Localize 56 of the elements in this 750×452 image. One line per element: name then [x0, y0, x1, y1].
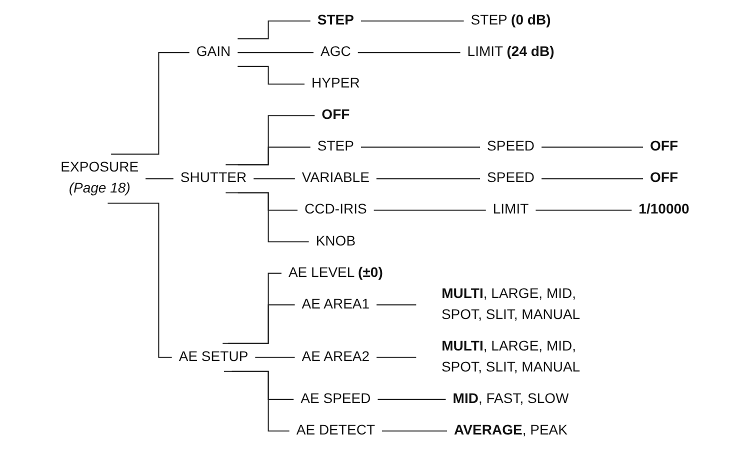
node-text: AGC	[320, 44, 351, 60]
node-text: AE SPEED	[300, 392, 371, 406]
node-text: STEP (0 dB)	[470, 13, 551, 28]
connector	[542, 178, 644, 180]
connector	[224, 370, 290, 432]
connector	[382, 430, 448, 432]
node-text: AE AREA1	[302, 296, 370, 312]
node-label: (Page 18)	[68, 181, 130, 196]
connector	[226, 115, 316, 166]
connector	[108, 202, 172, 358]
connector	[111, 52, 190, 155]
node-text: EXPOSURE	[60, 160, 139, 176]
node-text: LIMIT (24 dB)	[467, 44, 554, 60]
connector	[542, 146, 644, 148]
node-text: AVERAGE, PEAK	[454, 423, 568, 438]
node-text: OFF	[650, 139, 678, 154]
connector	[222, 272, 282, 344]
connector	[238, 146, 311, 166]
connector	[238, 52, 314, 54]
connector	[255, 356, 296, 358]
connector	[376, 356, 417, 358]
connector	[238, 66, 306, 85]
node-text: AE LEVEL (±0)	[288, 265, 383, 280]
node-text: MID, FAST, SLOW	[452, 392, 569, 406]
node-text: OFF	[322, 108, 350, 123]
connector	[226, 192, 310, 242]
node-text: SPEED	[487, 170, 535, 186]
connector	[358, 52, 461, 54]
node-text: AE DETECT	[296, 423, 376, 438]
node-text: MULTI, LARGE, MID, SPOT, SLIT, MANUAL	[441, 286, 580, 322]
node-text: SHUTTER	[180, 170, 247, 186]
connector	[146, 178, 174, 180]
connector	[536, 210, 632, 211]
node-text: VARIABLE	[302, 170, 370, 186]
node-text: HYPER	[312, 76, 360, 92]
connector	[376, 178, 481, 180]
node-text: STEP	[317, 139, 354, 154]
connector	[228, 304, 296, 344]
node-text: AE SETUP	[178, 350, 248, 364]
node-text: CCD-IRIS	[304, 202, 367, 218]
node-text: AE AREA2	[302, 350, 370, 364]
node-text: SPEED	[487, 139, 535, 154]
node-text: KNOB	[316, 234, 356, 249]
node-text: GAIN	[196, 44, 231, 60]
connector	[376, 304, 417, 306]
connector	[374, 210, 486, 211]
node-text: MULTI, LARGE, MID, SPOT, SLIT, MANUAL	[441, 339, 580, 375]
node-text: LIMIT	[492, 202, 529, 218]
connector	[378, 398, 446, 400]
node-text: OFF	[650, 170, 678, 186]
connector	[238, 20, 311, 40]
node-text: STEP	[317, 13, 354, 28]
connector	[254, 178, 296, 180]
node-text: 1/10000	[638, 202, 690, 218]
connector	[361, 146, 481, 148]
connector	[361, 20, 464, 22]
